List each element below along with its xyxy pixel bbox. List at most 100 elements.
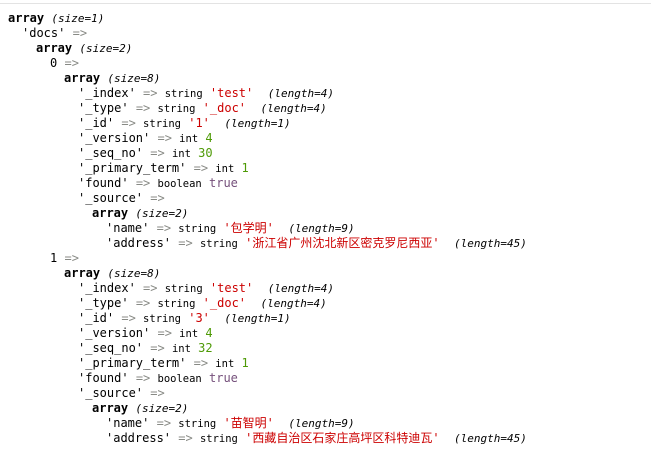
array-key: 'name' bbox=[106, 416, 150, 430]
value-type: string bbox=[143, 313, 181, 325]
dump-line: 'found' => boolean true bbox=[8, 371, 527, 386]
array-keyword: array bbox=[64, 266, 101, 280]
dump-line: '_source' => bbox=[8, 191, 527, 206]
value-type: boolean bbox=[157, 178, 202, 190]
array-keyword: array bbox=[36, 41, 73, 55]
dump-line: '_index' => string 'test' (length=4) bbox=[8, 281, 527, 296]
arrow: => bbox=[150, 341, 165, 355]
value-length: (length=45) bbox=[454, 432, 527, 445]
dump-line: 'name' => string '苗智明' (length=9) bbox=[8, 416, 527, 431]
arrow: => bbox=[150, 191, 165, 205]
value: '苗智明' bbox=[223, 416, 274, 430]
arrow: => bbox=[135, 176, 151, 190]
array-key: '_version' bbox=[78, 131, 151, 145]
value-type: int bbox=[179, 328, 199, 340]
value-type: string bbox=[164, 283, 203, 295]
value: 4 bbox=[205, 131, 213, 145]
array-size: (size=2) bbox=[79, 42, 133, 55]
value-type: string bbox=[157, 298, 196, 310]
dump-line: '_index' => string 'test' (length=4) bbox=[8, 86, 527, 101]
value: 4 bbox=[205, 326, 213, 340]
array-key: '_primary_term' bbox=[78, 356, 187, 370]
array-key: '_index' bbox=[78, 86, 136, 100]
array-key: 1 bbox=[50, 251, 58, 265]
dump-line: '_version' => int 4 bbox=[8, 131, 527, 146]
arrow: => bbox=[143, 281, 158, 295]
array-key: '_index' bbox=[78, 281, 136, 295]
value-type: string bbox=[178, 223, 217, 235]
value: '浙江省广州沈北新区密克罗尼西亚' bbox=[245, 236, 440, 250]
array-key: '_source' bbox=[78, 191, 144, 205]
dump-line: array (size=8) bbox=[8, 71, 527, 86]
array-key: 'address' bbox=[106, 236, 172, 250]
dump-line: array (size=2) bbox=[8, 401, 527, 416]
value: 'test' bbox=[209, 86, 254, 100]
dump-line: '_type' => string '_doc' (length=4) bbox=[8, 296, 527, 311]
array-key: '_type' bbox=[78, 296, 129, 310]
array-key: '_type' bbox=[78, 101, 129, 115]
dump-line: 0 => bbox=[8, 56, 527, 71]
array-key: '_seq_no' bbox=[78, 341, 144, 355]
value: '_doc' bbox=[202, 296, 247, 310]
array-key: '_primary_term' bbox=[78, 161, 187, 175]
value-length: (length=9) bbox=[288, 417, 355, 430]
array-key: 'docs' bbox=[22, 26, 66, 40]
value-length: (length=4) bbox=[260, 102, 327, 115]
arrow: => bbox=[64, 251, 79, 265]
dump-line: '_type' => string '_doc' (length=4) bbox=[8, 101, 527, 116]
dump-line: array (size=8) bbox=[8, 266, 527, 281]
value-type: string bbox=[157, 103, 196, 115]
arrow: => bbox=[64, 56, 79, 70]
arrow: => bbox=[193, 356, 209, 370]
array-keyword: array bbox=[92, 401, 129, 415]
array-key: 'found' bbox=[78, 371, 129, 385]
value: '3' bbox=[188, 311, 210, 325]
dump-line: 'found' => boolean true bbox=[8, 176, 527, 191]
arrow: => bbox=[135, 296, 151, 310]
dump-line: array (size=2) bbox=[8, 206, 527, 221]
value-type: boolean bbox=[157, 373, 202, 385]
dump-line: '_primary_term' => int 1 bbox=[8, 356, 527, 371]
value-length: (length=45) bbox=[454, 237, 527, 250]
array-size: (size=8) bbox=[107, 72, 161, 85]
top-divider bbox=[0, 3, 651, 4]
array-size: (size=2) bbox=[135, 402, 189, 415]
value: 'test' bbox=[209, 281, 254, 295]
value: 32 bbox=[198, 341, 213, 355]
arrow: => bbox=[143, 86, 158, 100]
value: 30 bbox=[198, 146, 213, 160]
value-type: string bbox=[199, 433, 238, 445]
value-type: int bbox=[171, 343, 191, 355]
dump-line: '_seq_no' => int 30 bbox=[8, 146, 527, 161]
value-type: string bbox=[164, 88, 203, 100]
value-length: (length=4) bbox=[267, 87, 334, 100]
arrow: => bbox=[135, 371, 151, 385]
value-type: int bbox=[215, 163, 235, 175]
arrow: => bbox=[178, 431, 193, 445]
array-size: (size=2) bbox=[135, 207, 189, 220]
array-key: '_seq_no' bbox=[78, 146, 144, 160]
array-keyword: array bbox=[92, 206, 129, 220]
arrow: => bbox=[157, 326, 172, 340]
value-length: (length=1) bbox=[224, 312, 291, 325]
value-type: int bbox=[171, 148, 191, 160]
arrow: => bbox=[156, 416, 172, 430]
dump-line: '_id' => string '3' (length=1) bbox=[8, 311, 527, 326]
value-length: (length=9) bbox=[288, 222, 355, 235]
value: true bbox=[209, 176, 238, 190]
array-size: (size=1) bbox=[51, 12, 105, 25]
array-key: '_id' bbox=[78, 311, 115, 325]
value: '西藏自治区石家庄高坪区科特迪瓦' bbox=[245, 431, 440, 445]
value-type: string bbox=[178, 418, 217, 430]
arrow: => bbox=[121, 311, 136, 325]
arrow: => bbox=[150, 386, 165, 400]
dump-line: '_seq_no' => int 32 bbox=[8, 341, 527, 356]
arrow: => bbox=[193, 161, 209, 175]
dump-line: 'address' => string '浙江省广州沈北新区密克罗尼西亚' (l… bbox=[8, 236, 527, 251]
dump-line: '_id' => string '1' (length=1) bbox=[8, 116, 527, 131]
arrow: => bbox=[72, 26, 88, 40]
value-type: int bbox=[179, 133, 199, 145]
dump-line: 'docs' => bbox=[8, 26, 527, 41]
value: 1 bbox=[241, 356, 249, 370]
value-type: string bbox=[199, 238, 238, 250]
